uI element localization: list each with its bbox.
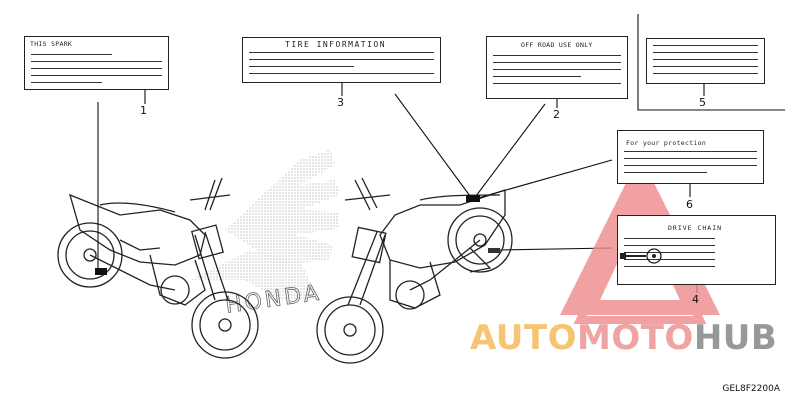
callout-5: 5 <box>699 96 706 109</box>
spark-arrester-label: THIS SPARK <box>24 36 169 90</box>
watermark-moto: MOTO <box>576 318 694 358</box>
motorcycle-left <box>57 177 259 359</box>
motorcycle-right <box>316 177 513 364</box>
part-code: GEL8F2200A <box>722 384 780 394</box>
watermark-hub: HUB <box>693 318 778 358</box>
callout-1: 1 <box>140 104 147 117</box>
tire-information-label: TIRE INFORMATION <box>242 37 441 83</box>
protection-label: For your protection <box>617 130 764 184</box>
callout-3: 3 <box>337 96 344 109</box>
drive-chain-label: DRIVE CHAIN <box>617 215 776 285</box>
label-5 <box>646 38 765 84</box>
leader-lines <box>97 14 785 293</box>
watermark-auto: AUTO <box>470 318 577 358</box>
chain-adjuster-icon <box>620 248 662 264</box>
chain-label-title: DRIVE CHAIN <box>668 224 723 232</box>
tire-label-position <box>466 195 480 202</box>
spark-label-title: THIS SPARK <box>30 40 73 48</box>
offroad-label-title: OFF ROAD USE ONLY <box>521 41 593 49</box>
spark-label-position <box>95 268 107 275</box>
tire-label-title: TIRE INFORMATION <box>285 40 387 49</box>
callout-6: 6 <box>686 198 693 211</box>
honda-wing-logo <box>190 150 340 300</box>
callout-2: 2 <box>553 108 560 121</box>
watermark-logo-text: AUTOMOTOHUB <box>470 318 777 358</box>
chain-label-position <box>488 248 500 253</box>
off-road-use-label: OFF ROAD USE ONLY <box>486 36 628 99</box>
honda-logo-text: HONDA <box>224 280 323 318</box>
protection-label-title: For your protection <box>626 139 707 147</box>
callout-4: 4 <box>692 293 699 306</box>
